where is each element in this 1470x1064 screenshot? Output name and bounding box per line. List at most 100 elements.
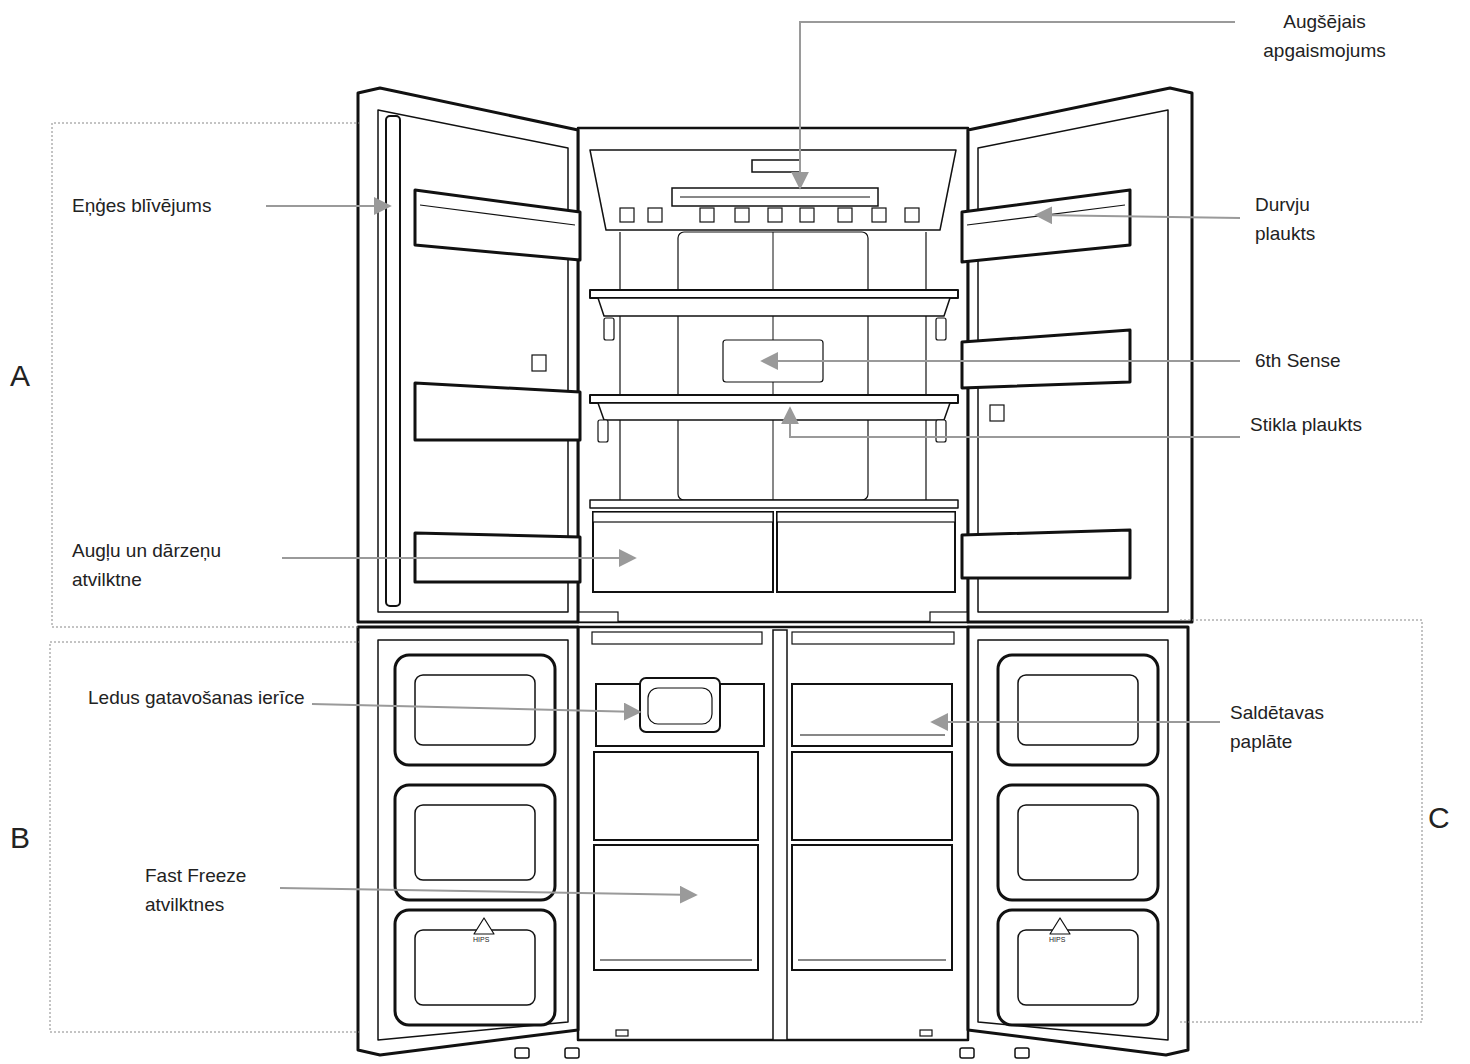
fridge-part [590, 395, 958, 403]
fridge-part [1018, 675, 1138, 745]
group-letter: A [10, 358, 30, 394]
fridge-part [640, 678, 720, 732]
fridge-part [777, 512, 955, 522]
part-label: Augļu un dārzeņu atvilktne [72, 537, 277, 594]
fridge-part [395, 910, 555, 1025]
fridge-line [798, 959, 946, 960]
part-label: Fast Freeze atvilktnes [145, 862, 275, 919]
fridge-part [578, 627, 968, 1040]
leader-line [800, 22, 1235, 188]
group-letter: C [1428, 800, 1450, 836]
fridge-drawing [358, 88, 1192, 1058]
fridge-part [594, 752, 758, 840]
fridge-part [700, 208, 714, 222]
fridge-part [578, 128, 968, 622]
fridge-part [598, 420, 608, 442]
group-bracket [1180, 620, 1422, 1022]
fridge-part [672, 188, 878, 206]
fridge-part [592, 632, 762, 644]
leader-line [280, 888, 696, 895]
fridge-line [619, 232, 620, 500]
part-label: Ledus gatavošanas ierīce [88, 684, 308, 713]
fridge-part [998, 785, 1158, 900]
fridge-part [872, 208, 886, 222]
part-label: Saldētavas paplāte [1230, 699, 1370, 756]
fridge-part [962, 190, 1130, 262]
fridge-part [968, 627, 1188, 1055]
fridge-part [905, 208, 919, 222]
fridge-part [386, 116, 400, 606]
fridge-part [792, 632, 954, 644]
fridge-part [415, 930, 535, 1005]
fridge-part [648, 688, 712, 724]
fridge-part [936, 318, 946, 340]
fridge-part [838, 208, 852, 222]
fridge-part [598, 298, 950, 316]
group-letter: B [10, 820, 30, 856]
fridge-part [515, 1048, 529, 1058]
fridge-part [648, 208, 662, 222]
fridge-part [962, 330, 1130, 388]
leader-line [762, 360, 1240, 362]
fridge-part [752, 160, 800, 172]
fridge-part [620, 208, 634, 222]
group-bracket [52, 123, 360, 627]
fridge-part [792, 845, 952, 970]
fridge-part [1018, 805, 1138, 880]
fridge-line [925, 232, 926, 500]
fridge-part [565, 1048, 579, 1058]
part-label: Eņģes blīvējums [72, 192, 211, 221]
part-label: Stikla plaukts [1250, 411, 1365, 440]
fridge-part [998, 655, 1158, 765]
fridge-part [930, 612, 968, 622]
fridge-part [998, 910, 1158, 1025]
fridge-part [358, 627, 578, 1055]
leader-line [312, 704, 640, 712]
fridge-part [1018, 930, 1138, 1005]
leader-line [282, 557, 635, 559]
fridge-part [596, 684, 764, 746]
fridge-part [936, 420, 946, 442]
fridge-part [768, 208, 782, 222]
part-label: Durvju plaukts [1255, 191, 1370, 248]
fridge-part [593, 512, 773, 592]
fridge-part [792, 684, 952, 746]
fridge-part [598, 403, 950, 420]
fridge-line [420, 205, 575, 225]
fridge-part [594, 845, 758, 970]
fridge-part [395, 785, 555, 900]
fridge-part [590, 500, 958, 508]
fridge-part [590, 290, 958, 298]
fridge-part [735, 208, 749, 222]
fridge-line [600, 959, 752, 960]
fridge-part [960, 1048, 974, 1058]
fridge-part [920, 1030, 932, 1036]
fridge-part [415, 190, 580, 260]
fridge-part [590, 150, 956, 230]
fridge-part [800, 208, 814, 222]
fridge-part [474, 918, 494, 934]
fridge-part [415, 383, 580, 440]
fridge-line [800, 734, 945, 735]
fridge-part [990, 405, 1004, 421]
fridge-part [962, 530, 1130, 578]
fridge-part [773, 630, 787, 1040]
fridge-part [578, 612, 618, 622]
group-bracket [50, 642, 360, 1032]
fridge-part [1015, 1048, 1029, 1058]
fridge-part [616, 1030, 628, 1036]
fridge-part [532, 355, 546, 371]
fridge-part [678, 232, 868, 500]
part-label: 6th Sense [1255, 347, 1341, 376]
leader-lines [266, 22, 1240, 895]
fridge-part [378, 640, 568, 1040]
fridge-part [792, 752, 952, 840]
fridge-part [604, 318, 614, 340]
leader-line [932, 721, 1220, 723]
fridge-part [777, 512, 955, 592]
leader-line [790, 408, 1240, 437]
material-mark: HIPS [1049, 935, 1065, 944]
leader-line [1036, 215, 1240, 218]
fridge-part [415, 805, 535, 880]
